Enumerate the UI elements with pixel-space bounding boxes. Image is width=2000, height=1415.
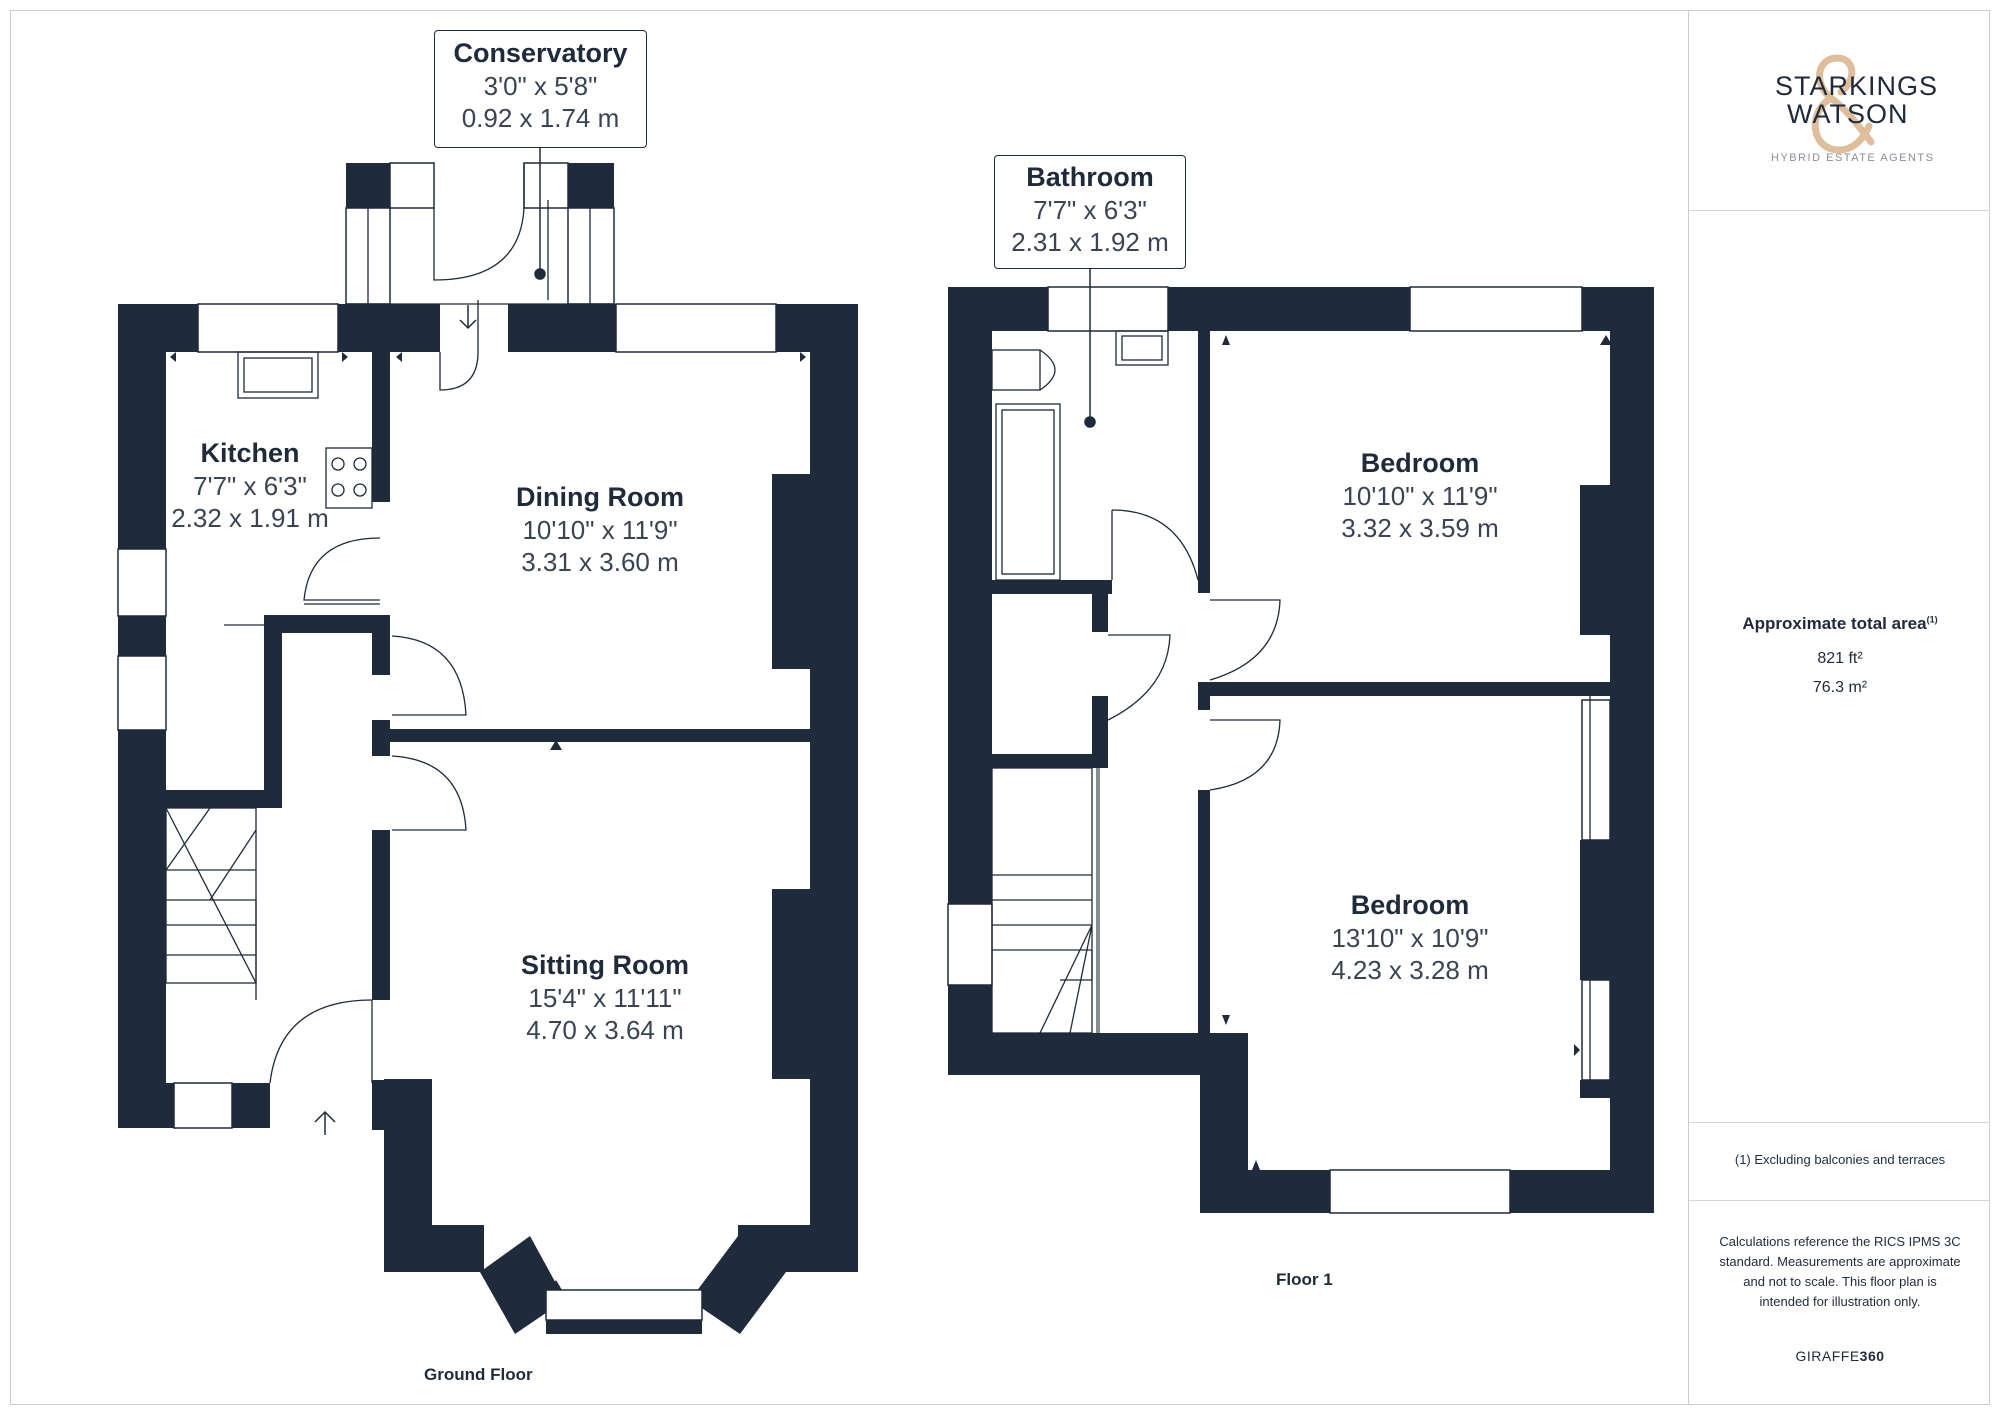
room-dim-imperial: 3'0" x 5'8": [483, 71, 598, 101]
credit-part-b: 360: [1859, 1348, 1885, 1364]
room-name: Bedroom: [1350, 890, 1470, 920]
brand-name-line1: STARKINGS: [1775, 71, 1939, 101]
room-name: Bedroom: [1360, 448, 1480, 478]
room-dim-metric: 3.32 x 3.59 m: [1341, 513, 1499, 543]
brand-name-line2: WATSON: [1787, 99, 1909, 129]
floor-label-first: Floor 1: [1276, 1270, 1333, 1289]
disclaimer-text: Calculations reference the RICS IPMS 3C …: [1719, 1234, 1961, 1309]
area-title-text: Approximate total area: [1742, 614, 1927, 633]
room-dim-metric: 4.70 x 3.64 m: [526, 1015, 684, 1045]
room-dim-metric: 4.23 x 3.28 m: [1331, 955, 1489, 985]
info-panel: STARKINGS WATSON HYBRID ESTATE AGENTS Ap…: [1688, 10, 1990, 1405]
conservatory-callout: [434, 30, 647, 148]
room-bedroom-1: Bedroom 10'10" x 11'9" 3.32 x 3.59 m: [1300, 446, 1540, 544]
room-bedroom-2: Bedroom 13'10" x 10'9" 4.23 x 3.28 m: [1290, 888, 1530, 986]
room-dim-metric: 2.32 x 1.91 m: [171, 503, 329, 533]
room-dim-imperial: 7'7" x 6'3": [1033, 195, 1147, 225]
area-title: Approximate total area(1): [1689, 614, 1991, 634]
brand-logo: STARKINGS WATSON HYBRID ESTATE AGENTS: [1689, 10, 1991, 210]
room-name: Kitchen: [200, 438, 300, 468]
area-sqft: 821 ft²: [1817, 650, 1863, 667]
room-dim-imperial: 10'10" x 11'9": [1342, 481, 1498, 511]
panel-divider: [1689, 210, 1990, 211]
bathroom-callout: [994, 155, 1186, 269]
ampersand-mark: [1811, 54, 1875, 154]
panel-divider: [1689, 1122, 1990, 1123]
credit-part-a: GIRAFFE: [1795, 1348, 1860, 1364]
room-dim-metric: 3.31 x 3.60 m: [521, 547, 679, 577]
room-dining: Dining Room 10'10" x 11'9" 3.31 x 3.60 m: [480, 480, 720, 578]
credit-logo: GIRAFFE360: [1689, 1348, 1991, 1364]
room-dim-imperial: 10'10" x 11'9": [522, 515, 678, 545]
room-sitting: Sitting Room 15'4" x 11'11" 4.70 x 3.64 …: [485, 948, 725, 1046]
room-name: Dining Room: [516, 482, 684, 512]
floor-plan-drawing: [117, 147, 1654, 1334]
room-kitchen: Kitchen 7'7" x 6'3" 2.32 x 1.91 m: [160, 436, 340, 534]
room-dim-imperial: 13'10" x 10'9": [1331, 923, 1489, 953]
room-dim-metric: 0.92 x 1.74 m: [461, 103, 620, 133]
panel-divider: [1689, 1200, 1990, 1201]
floor-label-ground: Ground Floor: [424, 1365, 533, 1384]
room-name: Bathroom: [1026, 162, 1154, 192]
room-name: Sitting Room: [521, 950, 689, 980]
room-dim-imperial: 7'7" x 6'3": [193, 471, 307, 501]
room-conservatory: Conservatory 3'0" x 5'8" 0.92 x 1.74 m: [434, 36, 647, 134]
area-sqm: 76.3 m²: [1812, 679, 1868, 696]
area-title-footnote-mark: (1): [1926, 614, 1938, 625]
area-footnote: (1) Excluding balconies and terraces: [1734, 1152, 1946, 1167]
room-dim-metric: 2.31 x 1.92 m: [1011, 227, 1169, 257]
brand-tagline: HYBRID ESTATE AGENTS: [1771, 152, 1935, 164]
room-dim-imperial: 15'4" x 11'11": [528, 983, 682, 1013]
page-frame: [10, 10, 1990, 1405]
room-name: Conservatory: [453, 38, 628, 68]
room-bathroom: Bathroom 7'7" x 6'3" 2.31 x 1.92 m: [994, 160, 1186, 258]
